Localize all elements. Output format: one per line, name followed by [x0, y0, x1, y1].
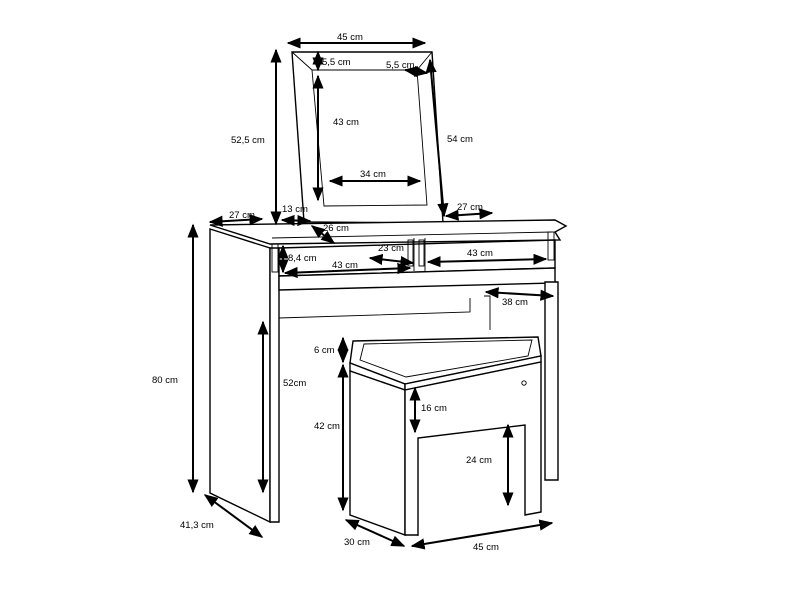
label-stool-gap: 24 cm [466, 455, 492, 466]
label-compartment-width: 23 cm [378, 243, 404, 254]
table-right-leg [544, 281, 559, 481]
dimension-lines [187, 37, 555, 550]
label-mirror-height: 52,5 cm [231, 135, 265, 146]
dimension-labels: 45 cm 5,5 cm 5,5 cm 43 cm 34 cm 52,5 cm … [152, 32, 528, 553]
label-right-compartment-width: 43 cm [467, 248, 493, 259]
label-mirror-frame-top: 5,5 cm [322, 57, 351, 68]
label-mirror-panel-height: 54 cm [447, 134, 473, 145]
stool-left-panel [349, 370, 406, 536]
label-mirror-glass-width: 34 cm [360, 169, 386, 180]
table-left-panel [209, 228, 271, 524]
label-stool-width: 45 cm [473, 542, 499, 553]
stool-front-panel [404, 361, 542, 536]
label-stool-height: 42 cm [314, 421, 340, 432]
label-compartment-height: 8,4 cm [288, 253, 317, 264]
label-mirror-offset: 13 cm [282, 204, 308, 215]
label-top-right-depth: 27 cm [457, 202, 483, 213]
stool [349, 336, 542, 536]
label-mirror-glass-height: 43 cm [333, 117, 359, 128]
label-seat-cushion: 6 cm [314, 345, 335, 356]
label-knee-height: 52cm [283, 378, 306, 389]
label-stool-apron: 16 cm [421, 403, 447, 414]
label-top-left-depth: 27 cm [229, 210, 255, 221]
label-inner-depth: 38 cm [502, 297, 528, 308]
mirror [291, 51, 444, 224]
label-mirror-width: 45 cm [337, 32, 363, 43]
table-top [209, 219, 568, 245]
label-stool-depth: 30 cm [344, 537, 370, 548]
label-table-depth: 41,3 cm [180, 520, 214, 531]
label-mirror-base-depth: 26 cm [323, 223, 349, 234]
label-mirror-frame-side: 5,5 cm [386, 60, 415, 71]
label-left-compartment-width: 43 cm [332, 260, 358, 271]
label-table-height: 80 cm [152, 375, 178, 386]
